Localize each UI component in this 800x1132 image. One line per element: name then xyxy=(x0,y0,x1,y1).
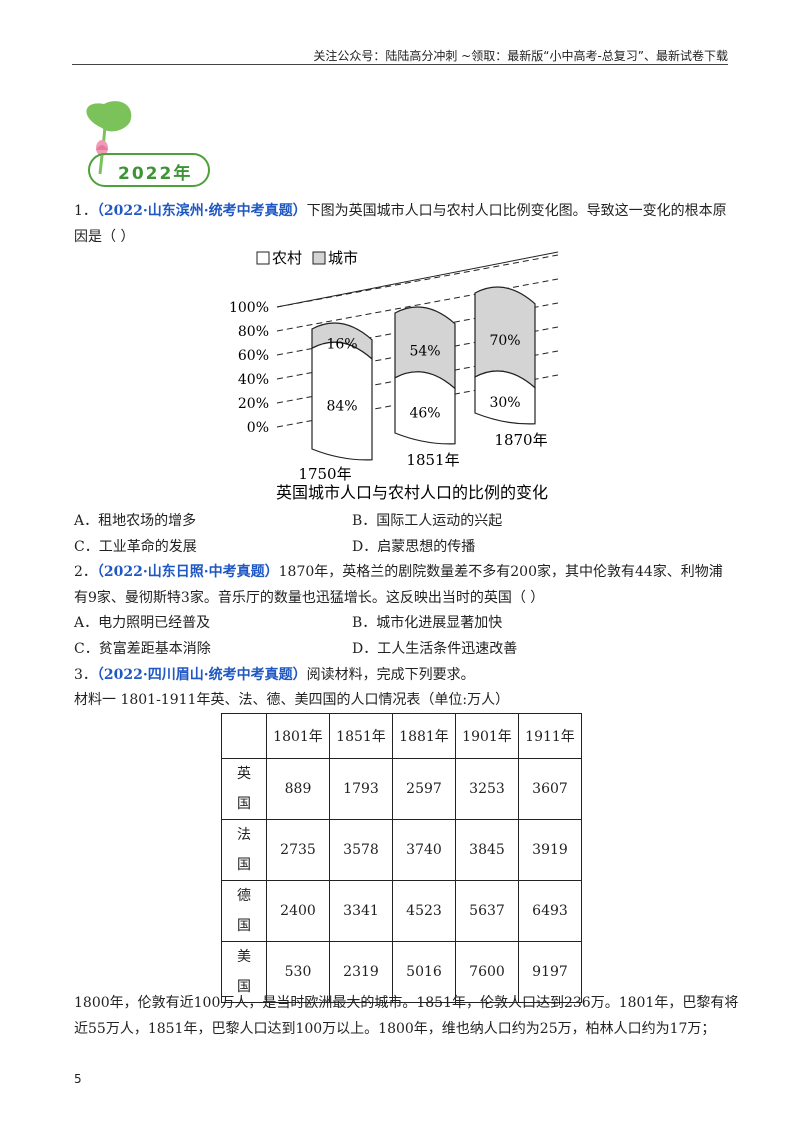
table-row: 法国 2735 3578 3740 3845 3919 xyxy=(221,819,582,881)
y-tick-label: 80% xyxy=(238,324,269,340)
q2-line1: 2．（2022·山东日照·中考真题）1870年，英格兰的剧院数量差不多有200家… xyxy=(74,563,723,581)
y-tick-label: 0% xyxy=(247,420,269,436)
x-category-label: 1851年 xyxy=(406,451,459,469)
q1-line1: 1．（2022·山东滨州·统考中考真题）下图为英国城市人口与农村人口比例变化图。… xyxy=(74,202,727,220)
legend-label-urban: 城市 xyxy=(328,249,358,267)
table-header-cell: 1901年 xyxy=(455,713,519,759)
table-country-cell: 德国 xyxy=(221,880,267,942)
q1-text: 下图为英国城市人口与农村人口比例变化图。导致这一变化的根本原 xyxy=(306,203,727,219)
q3-paragraph-line1: 1800年，伦敦有近100万人，是当时欧洲最大的城市。1851年，伦敦人口达到2… xyxy=(74,995,739,1011)
table-cell: 3919 xyxy=(518,819,582,881)
table-cell: 3740 xyxy=(392,819,456,881)
top-gridline xyxy=(276,251,559,308)
q3-material-title: 材料一 1801-1911年英、法、德、美四国的人口情况表（单位:万人） xyxy=(74,692,510,708)
bar-label-urban: 70% xyxy=(489,333,520,349)
x-category-label: 1750年 xyxy=(298,465,351,483)
y-tick-label: 100% xyxy=(229,300,269,316)
table-cell: 2319 xyxy=(329,941,393,1003)
urban-rural-chart: 农村 城市 100% 80% 60% 40% 20% 0% 16% 84% 1750年 54% 46% 1… xyxy=(229,249,559,502)
table-cell: 9197 xyxy=(518,941,582,1003)
bar-rural-segment xyxy=(474,370,536,425)
table-cell: 3578 xyxy=(329,819,393,881)
table-cell: 6493 xyxy=(518,880,582,942)
q1-option-c: C．工业革命的发展 xyxy=(74,539,197,555)
table-cell: 2735 xyxy=(266,819,330,881)
table-cell: 2400 xyxy=(266,880,330,942)
table-cell: 4523 xyxy=(392,880,456,942)
gridline xyxy=(276,254,559,308)
table-cell: 889 xyxy=(266,758,330,820)
table-header-cell: 1851年 xyxy=(329,713,393,759)
q1-option-d: D．启蒙思想的传播 xyxy=(352,539,476,555)
table-cell: 3607 xyxy=(518,758,582,820)
page-header: 关注公众号：陆陆高分冲刺 ~领取：最新版“小中高考-总复习”、最新试卷下载 xyxy=(313,49,728,63)
q3-paragraph-line2: 近55万人，1851年，巴黎人口达到100万以上。1800年，维也纳人口约为25… xyxy=(74,1021,716,1037)
country-label-top: 德 xyxy=(237,888,251,904)
q2-text: 1870年，英格兰的剧院数量差不多有200家，其中伦敦有44家、利物浦 xyxy=(278,564,723,580)
legend-swatch-rural xyxy=(256,251,270,265)
q3-text: 阅读材料，完成下列要求。 xyxy=(306,667,475,683)
legend-swatch-urban xyxy=(312,251,326,265)
q2-option-d: D．工人生活条件迅速改善 xyxy=(352,641,518,657)
bar-label-urban: 16% xyxy=(326,337,357,353)
q2-line2: 有9家、曼彻斯特3家。音乐厅的数量也迅猛增长。这反映出当时的英国（ ） xyxy=(74,590,545,606)
table-header-cell: 1881年 xyxy=(392,713,456,759)
page-number: 5 xyxy=(74,1072,82,1086)
table-cell: 530 xyxy=(266,941,330,1003)
year-badge xyxy=(88,153,210,187)
year-label: 2022年 xyxy=(118,164,193,184)
q3-source: （2022·四川眉山·统考中考真题） xyxy=(96,667,307,683)
table-cell: 3341 xyxy=(329,880,393,942)
table-cell: 2597 xyxy=(392,758,456,820)
table-country-cell: 法国 xyxy=(221,819,267,881)
chart-title: 英国城市人口与农村人口的比例的变化 xyxy=(276,483,548,502)
q2-option-c: C．贫富差距基本消除 xyxy=(74,641,211,657)
table-corner-cell xyxy=(221,713,267,759)
table-header-cell: 1911年 xyxy=(518,713,582,759)
q3-number: 3． xyxy=(74,667,97,683)
bar-label-rural: 84% xyxy=(326,399,357,415)
q1-number: 1． xyxy=(74,203,97,219)
country-label-bottom: 国 xyxy=(237,918,251,934)
q1-line2: 因是（ ） xyxy=(74,229,135,245)
table-country-cell: 英国 xyxy=(221,758,267,820)
table-row: 德国 2400 3341 4523 5637 6493 xyxy=(221,880,582,942)
table-cell: 1793 xyxy=(329,758,393,820)
y-tick-label: 60% xyxy=(238,348,269,364)
bar-label-rural: 30% xyxy=(489,395,520,411)
table-cell: 3845 xyxy=(455,819,519,881)
bar-label-urban: 54% xyxy=(409,343,440,359)
y-tick-label: 40% xyxy=(238,372,269,388)
y-tick-label: 20% xyxy=(238,396,269,412)
country-label-bottom: 国 xyxy=(237,857,251,873)
country-label-top: 美 xyxy=(237,949,251,965)
table-row: 英国 889 1793 2597 3253 3607 xyxy=(221,758,582,820)
q2-source: （2022·山东日照·中考真题） xyxy=(96,564,279,580)
table-header-cell: 1801年 xyxy=(266,713,330,759)
q3-line1: 3．（2022·四川眉山·统考中考真题）阅读材料，完成下列要求。 xyxy=(74,666,475,684)
table-row: 美国 530 2319 5016 7600 9197 xyxy=(221,941,582,1003)
country-label-bottom: 国 xyxy=(237,796,251,812)
table-header-row: 1801年 1851年 1881年 1901年 1911年 xyxy=(221,713,582,759)
q2-option-b: B．城市化进展显著加快 xyxy=(352,615,503,631)
country-label-top: 法 xyxy=(237,827,251,843)
q1-option-b: B．国际工人运动的兴起 xyxy=(352,513,503,529)
header-rule xyxy=(72,64,728,65)
bar-rural-segment xyxy=(394,371,456,445)
bar-rural-segment xyxy=(311,341,373,461)
table-cell: 7600 xyxy=(455,941,519,1003)
country-label-top: 英 xyxy=(237,766,251,782)
population-table: 1801年 1851年 1881年 1901年 1911年 英国 889 179… xyxy=(221,713,582,1003)
q1-source: （2022·山东滨州·统考中考真题） xyxy=(96,203,307,219)
table-cell: 5637 xyxy=(455,880,519,942)
x-category-label: 1870年 xyxy=(494,431,547,449)
legend-label-rural: 农村 xyxy=(272,249,302,267)
q1-option-a: A．租地农场的增多 xyxy=(74,513,197,529)
bar-label-rural: 46% xyxy=(409,405,440,421)
table-cell: 3253 xyxy=(455,758,519,820)
gridline xyxy=(276,278,559,332)
q2-option-a: A．电力照明已经普及 xyxy=(74,615,211,631)
country-label-bottom: 国 xyxy=(237,979,251,995)
q2-number: 2． xyxy=(74,564,97,580)
